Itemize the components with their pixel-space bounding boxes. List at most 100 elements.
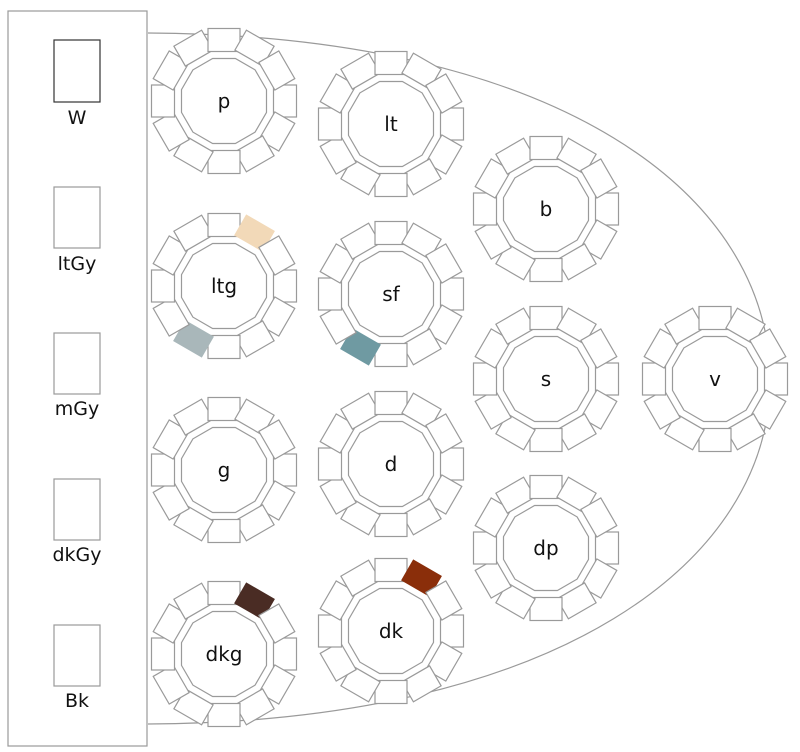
seat[interactable] [495,582,536,620]
table-p[interactable]: p [150,27,298,175]
seat[interactable] [319,641,357,682]
seat[interactable] [474,219,512,260]
seat[interactable] [150,453,176,487]
seat[interactable] [207,212,241,238]
seat[interactable] [495,413,536,451]
seat[interactable] [401,328,442,366]
seat[interactable] [374,557,408,583]
seat[interactable] [340,158,381,196]
seat[interactable] [152,235,190,276]
seat[interactable] [234,688,275,726]
table-b[interactable]: b [472,135,620,283]
seat[interactable] [580,219,618,260]
seat[interactable] [317,277,343,311]
seat[interactable] [374,679,408,705]
seat[interactable] [401,52,442,90]
seat[interactable] [152,111,190,152]
seat[interactable] [317,447,343,481]
seat[interactable] [374,50,408,76]
seat[interactable] [474,158,512,199]
seat[interactable] [207,580,241,606]
table-g[interactable]: g [150,396,298,544]
seat[interactable] [641,362,667,396]
seat[interactable] [340,559,381,597]
seat[interactable] [319,243,357,284]
seat[interactable] [374,342,408,368]
seat[interactable] [150,637,176,671]
seat[interactable] [340,498,381,536]
seat[interactable] [725,413,766,451]
seat[interactable] [439,107,465,141]
seat[interactable] [317,107,343,141]
seat[interactable] [474,497,512,538]
seat[interactable] [234,504,275,542]
seat[interactable] [234,320,275,358]
seat[interactable] [234,135,275,173]
seat[interactable] [495,476,536,514]
seat[interactable] [529,596,563,622]
seat[interactable] [272,637,298,671]
seat[interactable] [152,603,190,644]
seat[interactable] [425,243,463,284]
seat[interactable] [319,304,357,345]
seat[interactable] [556,307,597,345]
seat[interactable] [150,269,176,303]
seat[interactable] [580,158,618,199]
seat[interactable] [317,614,343,648]
seat[interactable] [207,27,241,53]
seat[interactable] [425,134,463,175]
seat[interactable] [401,222,442,260]
seat[interactable] [272,453,298,487]
seat[interactable] [374,390,408,416]
seat[interactable] [749,389,787,430]
seat[interactable] [207,518,241,544]
seat[interactable] [594,531,620,565]
seat[interactable] [643,389,681,430]
seat[interactable] [374,512,408,538]
seat[interactable] [594,362,620,396]
seat[interactable] [425,580,463,621]
seat[interactable] [425,73,463,114]
seat[interactable] [152,419,190,460]
table-lt[interactable]: lt [317,50,465,198]
seat[interactable] [258,111,296,152]
seat[interactable] [643,328,681,369]
seat[interactable] [234,29,275,67]
seat[interactable] [664,307,705,345]
seat-colored[interactable] [173,320,214,358]
seat[interactable] [556,413,597,451]
seat[interactable] [319,73,357,114]
seat[interactable] [340,222,381,260]
seat[interactable] [495,243,536,281]
seat[interactable] [472,192,498,226]
seat[interactable] [173,29,214,67]
seat[interactable] [207,149,241,175]
seat[interactable] [401,158,442,196]
seat[interactable] [425,641,463,682]
seat[interactable] [207,702,241,728]
seat[interactable] [340,392,381,430]
seat[interactable] [529,305,563,331]
seat[interactable] [664,413,705,451]
seat-colored[interactable] [234,582,275,620]
seat[interactable] [152,50,190,91]
table-s[interactable]: s [472,305,620,453]
seat[interactable] [556,137,597,175]
table-dp[interactable]: dp [472,474,620,622]
seat[interactable] [272,84,298,118]
seat[interactable] [580,328,618,369]
seat[interactable] [152,296,190,337]
seat[interactable] [474,558,512,599]
table-sf[interactable]: sf [317,220,465,368]
seat[interactable] [425,304,463,345]
seat[interactable] [319,474,357,515]
table-dkg[interactable]: dkg [150,580,298,728]
seat[interactable] [374,172,408,198]
seat[interactable] [580,558,618,599]
seat[interactable] [425,413,463,454]
seat-colored[interactable] [234,214,275,252]
seat[interactable] [374,220,408,246]
seat[interactable] [698,427,732,453]
seat[interactable] [472,531,498,565]
seat[interactable] [401,498,442,536]
